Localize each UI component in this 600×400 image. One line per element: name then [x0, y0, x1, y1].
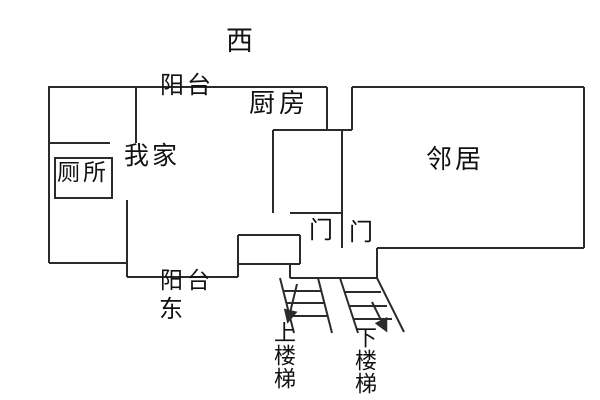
stairs-up-rail-right [317, 277, 333, 334]
toilet-label: 厕所 [57, 160, 109, 185]
stairs-up-rail-left [279, 277, 295, 334]
compass-east-label: 东 [159, 297, 183, 323]
stair-landing-outline [237, 234, 301, 278]
stairs-down-flight [339, 277, 405, 334]
toilet-box [54, 157, 113, 199]
balcony-west-label: 阳台 [160, 73, 214, 99]
stairs-up-direction-arrow [283, 283, 298, 324]
toilet-room-outline [54, 157, 113, 199]
outer-and-room-walls [48, 86, 585, 279]
stairs-down-direction-arrow [371, 301, 388, 333]
stairs-up-flight [279, 277, 333, 334]
balcony-east-label: 阳台 [160, 268, 214, 293]
neighbor-label: 邻居 [426, 145, 485, 174]
stairs-down-label: 下楼梯 [352, 326, 377, 395]
door-left-label: 门 [309, 218, 333, 244]
stairs-down-rail-right [376, 277, 405, 333]
kitchen-label: 厨房 [249, 89, 310, 118]
stairs-down-rail-left [339, 277, 359, 334]
stairs-up-label: 上楼梯 [271, 321, 296, 390]
my-home-label: 我家 [124, 143, 181, 170]
compass-west-label: 西 [226, 26, 253, 56]
door-right-label: 门 [349, 220, 373, 246]
